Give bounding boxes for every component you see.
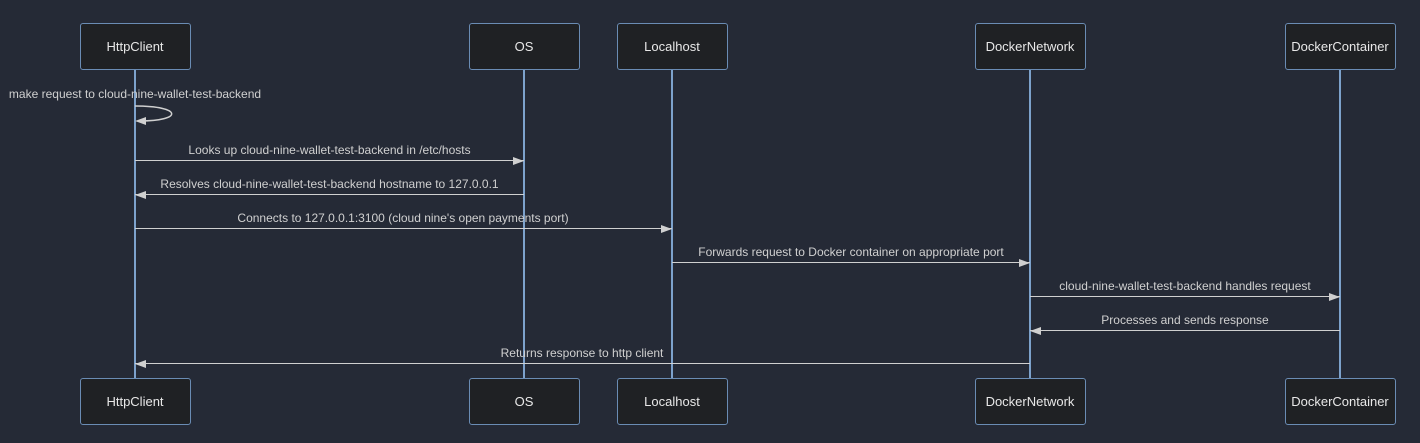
actor-label: HttpClient: [106, 394, 164, 409]
arrow-head: [135, 360, 146, 368]
actor-label: Localhost: [644, 394, 700, 409]
message-label: Processes and sends response: [1101, 313, 1269, 327]
message-label: Connects to 127.0.0.1:3100 (cloud nine's…: [237, 211, 569, 225]
actor-localhost-top: Localhost: [616, 23, 728, 70]
actor-os-top: OS: [468, 23, 580, 70]
actor-label: DockerNetwork: [985, 39, 1075, 54]
actor-dockercontainer-top: DockerContainer: [1284, 23, 1396, 70]
actor-label: DockerNetwork: [985, 394, 1075, 409]
message-line: [672, 262, 1030, 263]
actor-dockernetwork-bottom: DockerNetwork: [974, 378, 1086, 425]
message-line: [1030, 296, 1340, 297]
actor-label: HttpClient: [106, 39, 164, 54]
message-label: Returns response to http client: [500, 346, 664, 360]
self-loop-arrow: [134, 105, 173, 125]
message-line: [135, 363, 1030, 364]
actor-label: DockerContainer: [1291, 39, 1389, 54]
message-label: Forwards request to Docker container on …: [698, 245, 1004, 259]
actor-dockernetwork-top: DockerNetwork: [974, 23, 1086, 70]
actor-httpclient-top: HttpClient: [79, 23, 191, 70]
lifeline-dockernetwork: [1029, 70, 1031, 378]
message-label: Resolves cloud-nine-wallet-test-backend …: [160, 177, 499, 191]
lifeline-os: [523, 70, 525, 378]
actor-os-bottom: OS: [468, 378, 580, 425]
arrow-head: [1019, 259, 1030, 267]
message-line: [1030, 330, 1340, 331]
arrow-head: [1030, 327, 1041, 335]
message-label: cloud-nine-wallet-test-backend handles r…: [1059, 279, 1311, 293]
actor-httpclient-bottom: HttpClient: [79, 378, 191, 425]
message-line: [135, 159, 524, 161]
message-label: make request to cloud-nine-wallet-test-b…: [8, 87, 262, 101]
actor-label: Localhost: [644, 39, 700, 54]
message-line: [135, 194, 524, 195]
lifeline-dockercontainer: [1339, 70, 1341, 378]
message-label: Looks up cloud-nine-wallet-test-backend …: [188, 143, 471, 157]
actor-localhost-bottom: Localhost: [616, 378, 728, 425]
arrow-head: [1329, 293, 1340, 301]
lifeline-localhost: [671, 70, 673, 378]
message-line: [135, 228, 672, 229]
actor-label: DockerContainer: [1291, 394, 1389, 409]
arrow-head: [513, 157, 524, 165]
arrow-head: [661, 225, 672, 233]
arrow-head: [135, 191, 146, 199]
arrow-head: [135, 117, 146, 125]
actor-label: OS: [514, 394, 534, 409]
actor-label: OS: [514, 39, 534, 54]
lifeline-httpclient: [134, 70, 136, 378]
actor-dockercontainer-bottom: DockerContainer: [1284, 378, 1396, 425]
